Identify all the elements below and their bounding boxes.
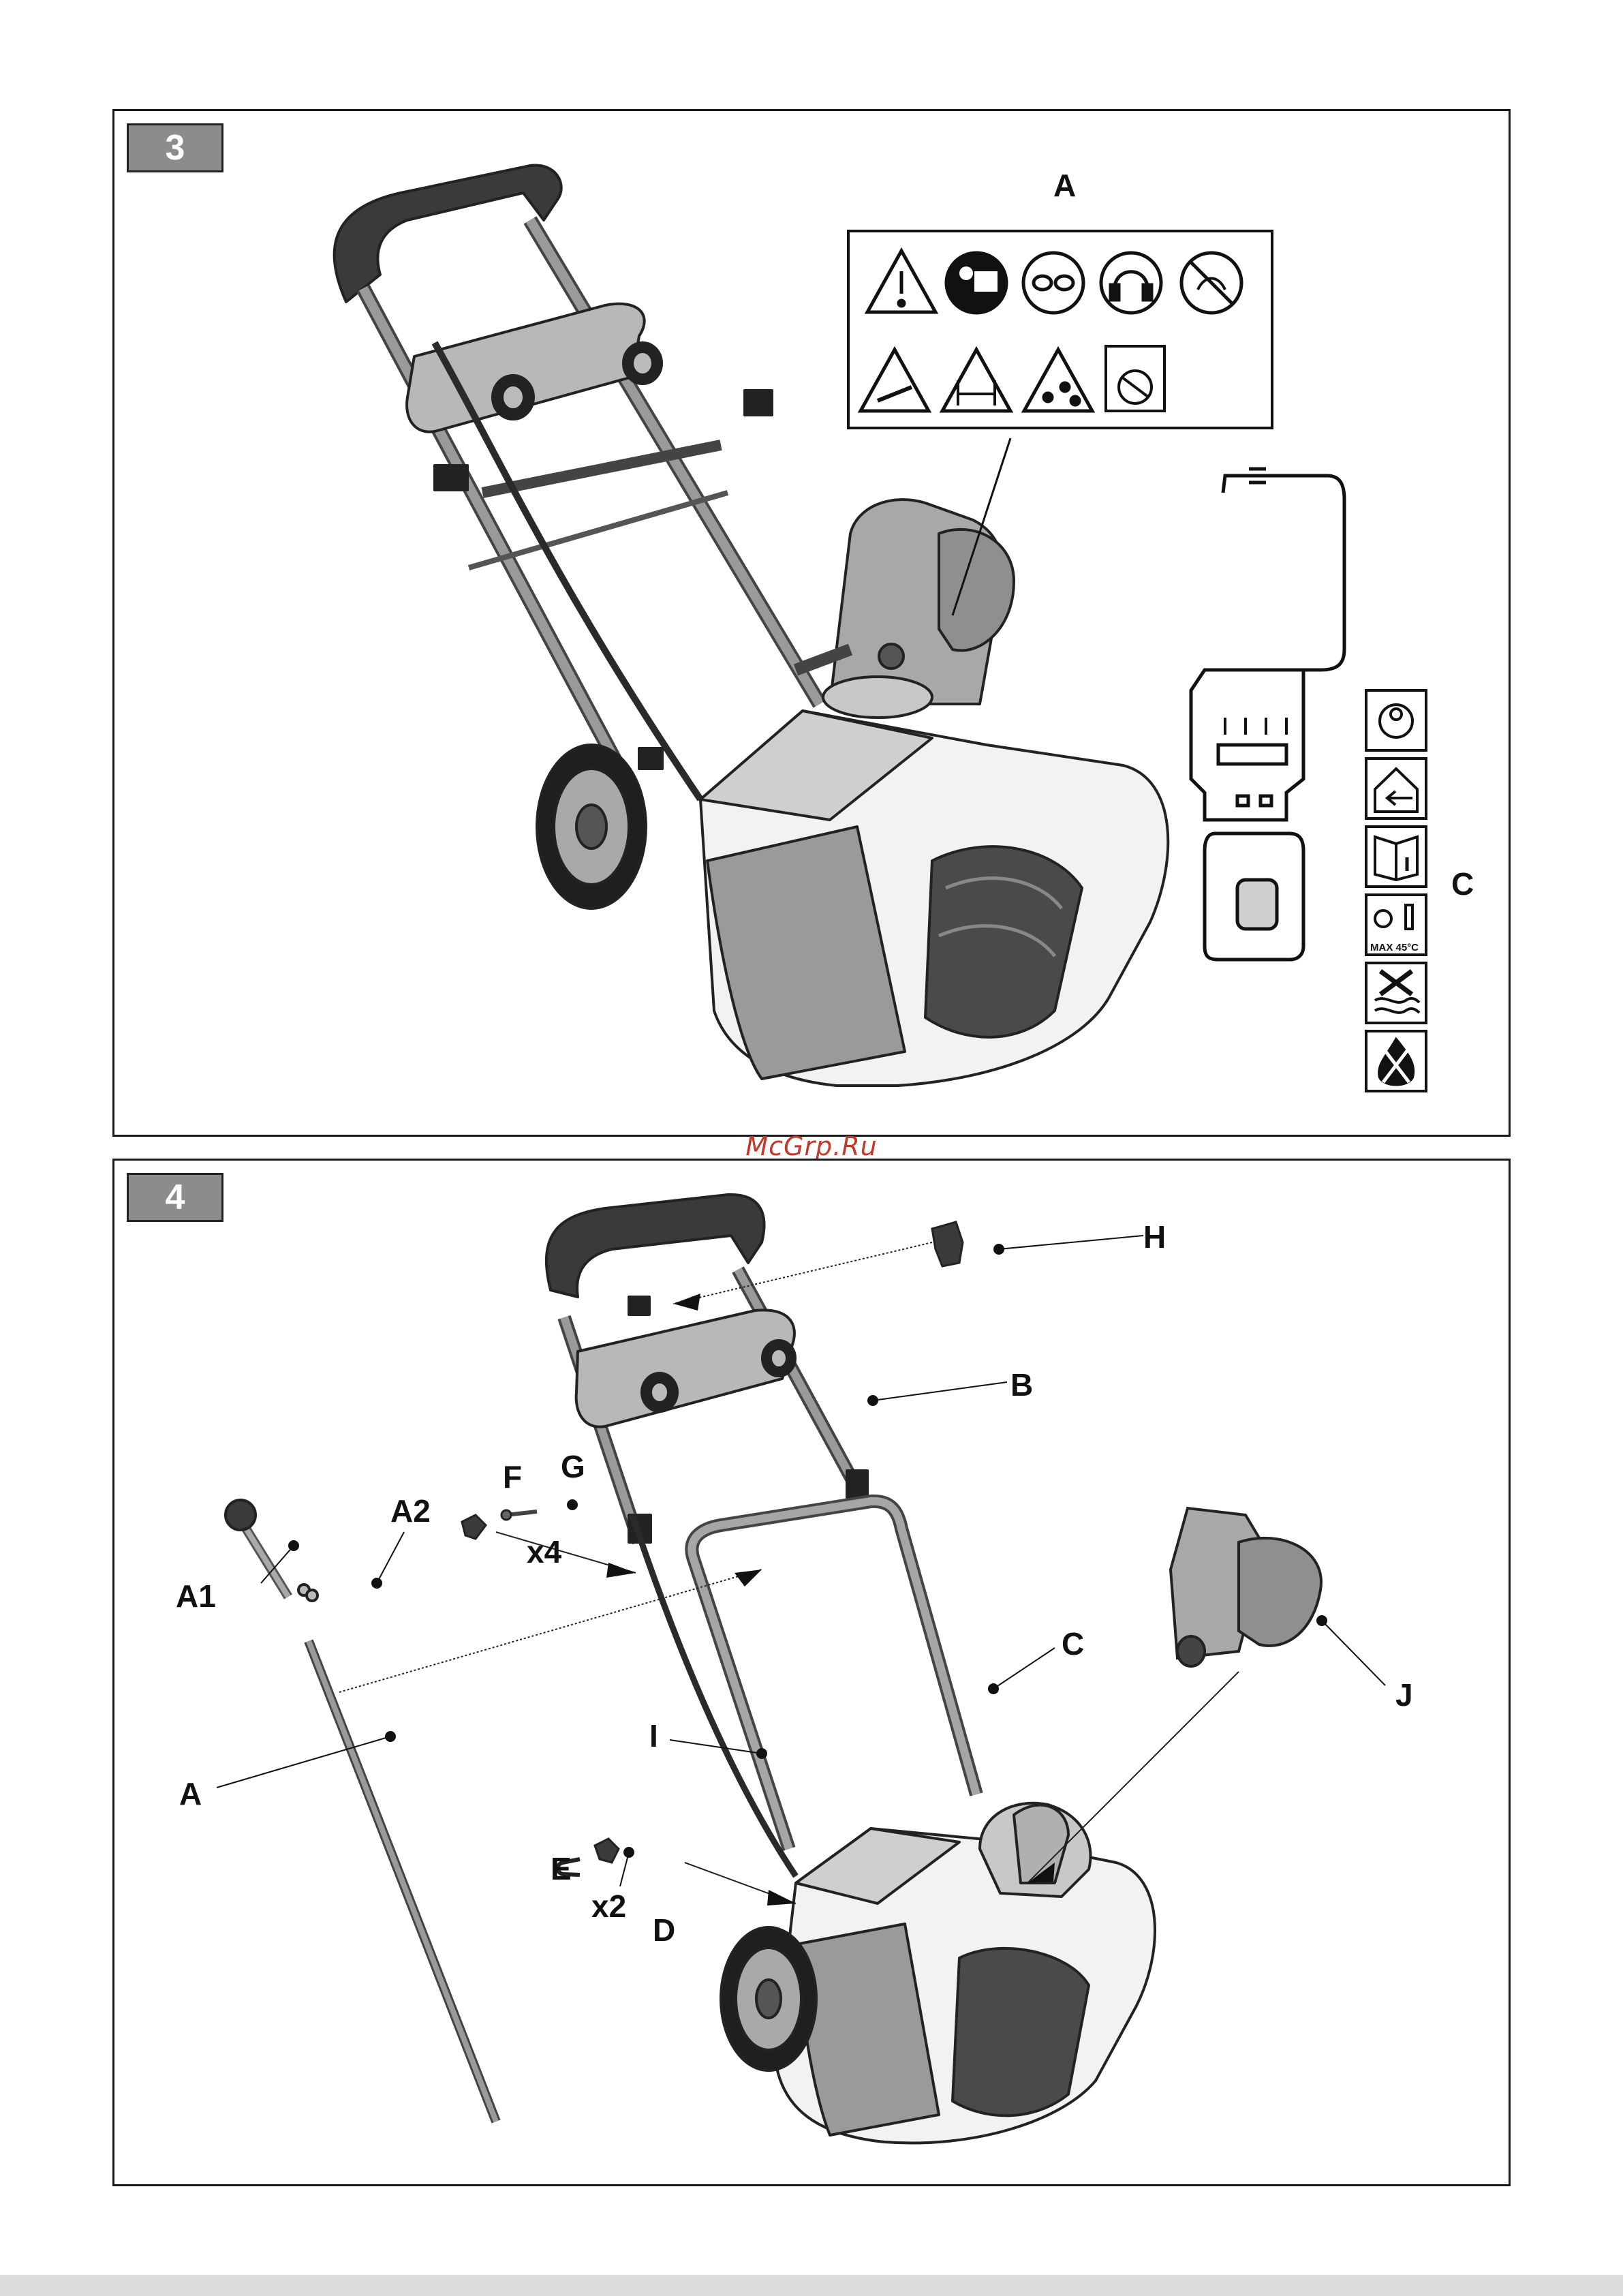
- part-a-rod-highlight: [309, 1641, 496, 2122]
- battery-icons: MAX 45°C: [1366, 690, 1426, 1091]
- h-arrow: [673, 1294, 700, 1311]
- part-j-chute: [1171, 1508, 1321, 1666]
- label-x4: x4: [527, 1534, 562, 1570]
- no-fire-icon: [1366, 1031, 1426, 1091]
- label-a1: A1: [176, 1578, 216, 1614]
- label-i: I: [649, 1718, 658, 1754]
- d-arrow: [767, 1890, 796, 1905]
- part-a1-crank: [226, 1500, 318, 1601]
- label-h: H: [1143, 1219, 1166, 1255]
- no-water-icon: [1366, 963, 1426, 1023]
- h-assembly-line: [673, 1242, 932, 1304]
- indoor-use-icon: [1366, 759, 1426, 818]
- a-arrow: [735, 1570, 762, 1587]
- label-x2: x2: [591, 1888, 626, 1924]
- label-c: C: [1062, 1626, 1084, 1662]
- label-j: J: [1395, 1677, 1413, 1713]
- read-manual-icon: [946, 253, 1006, 313]
- label-d: D: [653, 1912, 675, 1948]
- label-b: B: [1010, 1367, 1033, 1403]
- part-f-g-bolts: [462, 1510, 537, 1539]
- label-a: A: [1053, 168, 1076, 203]
- label-a: A: [179, 1776, 202, 1811]
- watermark: McGrp.Ru: [0, 1131, 1623, 1161]
- lower-handle-part: [632, 1501, 976, 1876]
- page-footer-bar: [0, 2275, 1623, 2296]
- label-a2: A2: [390, 1493, 431, 1529]
- manual-info-icon: [1366, 827, 1426, 887]
- label-f: F: [503, 1459, 522, 1495]
- figure-4-panel: 4: [112, 1159, 1511, 2186]
- battery-charger: [1191, 469, 1344, 960]
- figure-4-exploded-drawing: H B G F A2 x4 A1 C I J A E x2 D: [114, 1161, 1509, 2184]
- a-assembly-line: [339, 1570, 762, 1692]
- max-temperature-text: MAX 45°C: [1370, 942, 1419, 953]
- label-e: E: [551, 1851, 572, 1886]
- label-c: C: [1451, 866, 1474, 902]
- upper-handle-part: [546, 1195, 867, 1542]
- figure-3-drawing: A: [114, 111, 1509, 1135]
- label-g: G: [561, 1449, 585, 1484]
- temperature-icon: MAX 45°C: [1366, 895, 1426, 955]
- x4-arrow: [606, 1563, 636, 1578]
- part-h-clip: [932, 1222, 963, 1266]
- figure-3-panel: 3: [112, 109, 1511, 1137]
- j-leader-line: [1027, 1672, 1239, 1883]
- safety-sticker-box: [848, 231, 1272, 428]
- snow-thrower-base-part: [721, 1803, 1155, 2143]
- recycle-icon: [1366, 690, 1426, 750]
